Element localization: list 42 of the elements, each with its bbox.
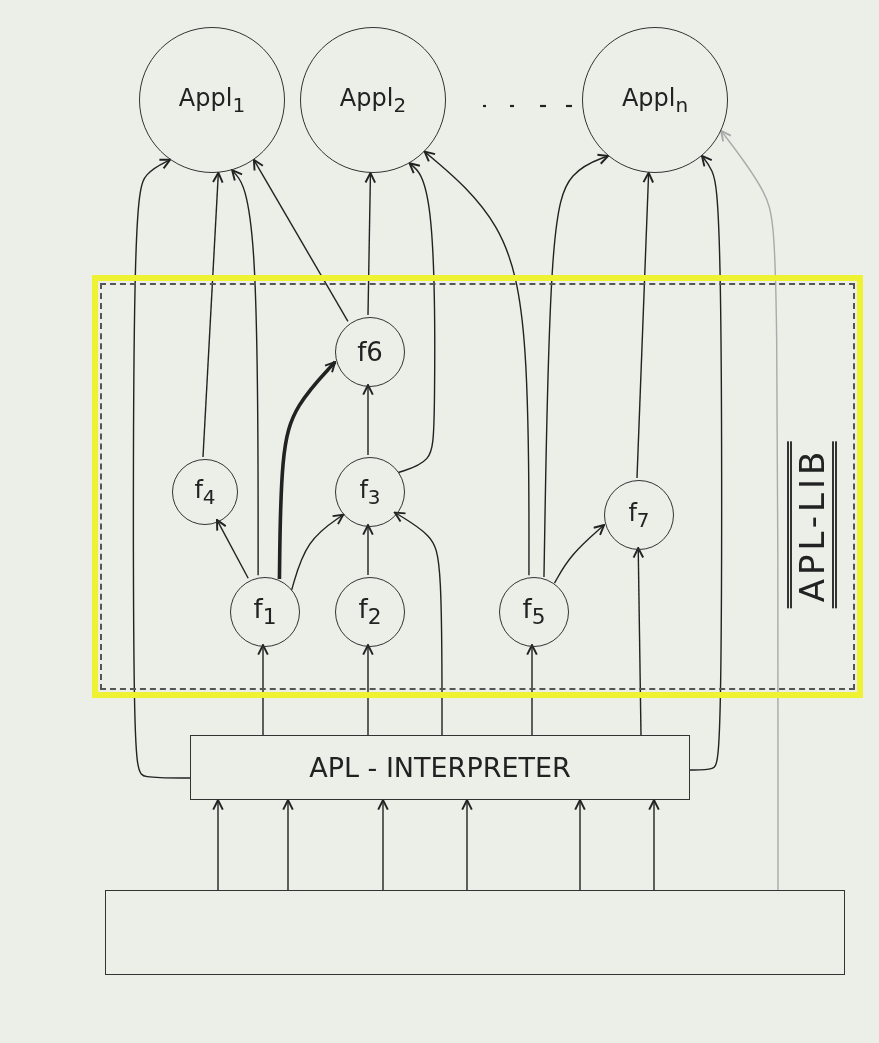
region-title: APL-LIB xyxy=(787,441,837,609)
node-label: f$_{5}$ xyxy=(522,594,546,630)
arrow xyxy=(362,644,374,736)
arrow xyxy=(526,644,538,736)
arrow xyxy=(543,153,610,578)
node-label: f$_{4}$ xyxy=(194,475,216,509)
arrow xyxy=(202,171,224,458)
arrow xyxy=(212,799,224,891)
arrow xyxy=(364,172,377,316)
arrow xyxy=(720,129,779,891)
process-box xyxy=(190,735,690,800)
node-label: Appl$_{n}$ xyxy=(621,83,689,117)
node-label: Appl$_{2}$ xyxy=(339,83,407,117)
arrow xyxy=(574,799,586,891)
node-label: f6 xyxy=(357,337,383,367)
arrow xyxy=(393,511,443,736)
node-label: f$_{2}$ xyxy=(358,594,382,630)
arrow xyxy=(277,360,337,580)
arrow xyxy=(252,158,349,323)
node-label: f$_{7}$ xyxy=(628,498,650,532)
arrow xyxy=(216,518,249,579)
arrow xyxy=(553,524,606,584)
arrow xyxy=(689,154,723,771)
arrow xyxy=(362,384,374,456)
arrow xyxy=(257,644,269,736)
system-box xyxy=(105,890,845,975)
arrow xyxy=(397,162,436,474)
arrow xyxy=(648,799,660,891)
arrow xyxy=(461,799,473,891)
arrow xyxy=(290,513,345,591)
node-label: f$_{1}$ xyxy=(253,594,277,630)
arrow xyxy=(423,150,530,576)
arrow xyxy=(362,524,374,576)
node-label: Appl$_{1}$ xyxy=(178,83,246,117)
arrow xyxy=(231,169,259,577)
node-label: f$_{3}$ xyxy=(359,475,381,509)
arrow xyxy=(132,158,191,779)
arrow xyxy=(632,547,645,736)
arrow xyxy=(636,171,655,479)
arrow xyxy=(282,799,294,891)
node-label: APL - INTERPRETER xyxy=(309,752,571,783)
arrow xyxy=(377,799,389,891)
